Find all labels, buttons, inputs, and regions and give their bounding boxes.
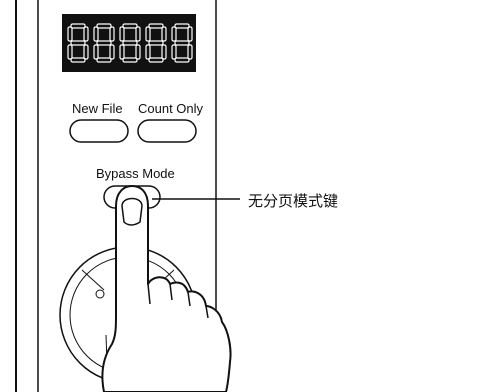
segment-display [62,14,196,72]
knuckle-line [205,305,209,319]
knuckle-line [147,283,151,305]
segment-digit [93,23,115,63]
count-only-label: Count Only [138,101,204,116]
segment-digit [171,23,193,63]
knuckle-line [169,283,173,301]
pointing-finger-icon [101,185,232,392]
segment-digit [119,23,141,63]
new-file-label: New File [72,101,123,116]
no-page-mode-key-callout: 无分页模式键 [248,192,339,210]
new-file-button[interactable] [69,119,129,143]
segment-digits [67,23,193,63]
segment-digit [145,23,167,63]
knuckle-line [187,291,191,307]
count-only-button[interactable] [137,119,197,143]
segment-digit [67,23,89,63]
fingernail-icon [121,197,143,226]
bypass-mode-label: Bypass Mode [96,166,175,181]
